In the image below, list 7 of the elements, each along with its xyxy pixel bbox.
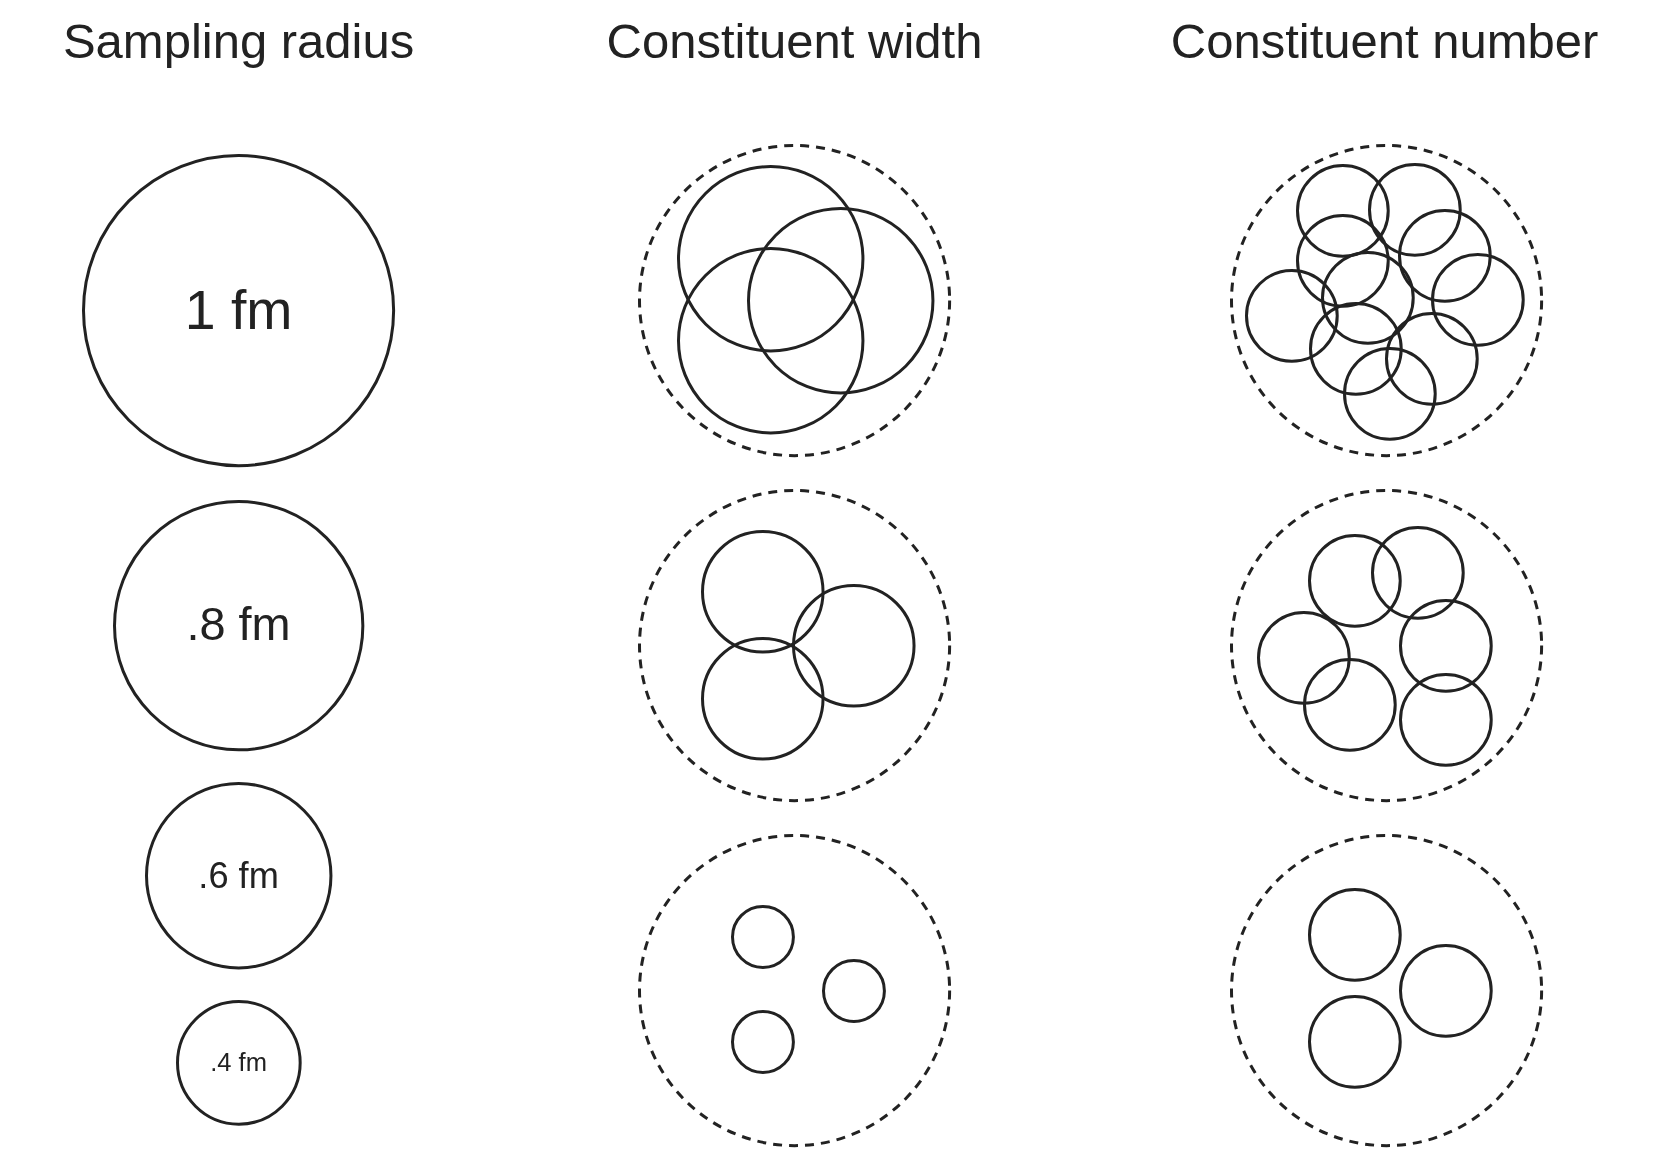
radius-label: .4 fm — [209, 1048, 268, 1078]
column-heading: Constituent number — [1170, 12, 1599, 69]
column-heading: Sampling radius — [62, 12, 415, 69]
radius-label: .8 fm — [185, 598, 292, 653]
radius-label: 1 fm — [183, 279, 294, 343]
column-heading: Constituent width — [606, 12, 983, 69]
radius-label: .6 fm — [197, 854, 280, 897]
